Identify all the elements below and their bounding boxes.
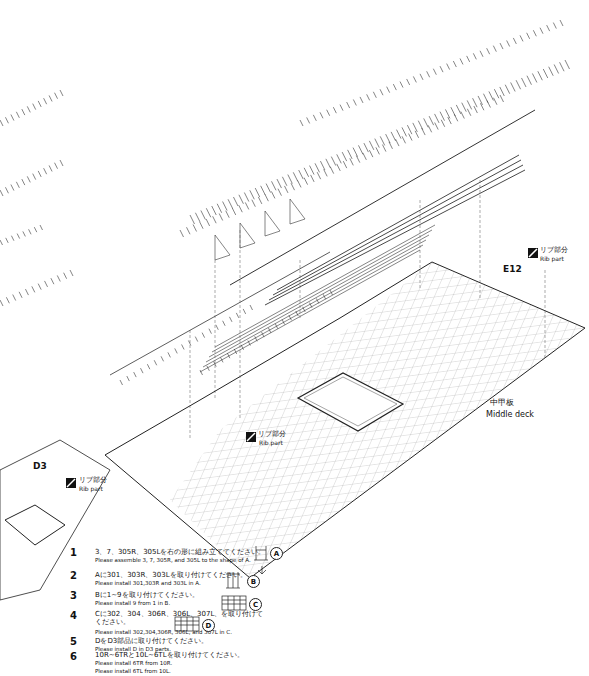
deck-opening	[298, 373, 403, 431]
label: 10R~6TRと10L~6TLを取り付けてください。	[95, 651, 244, 659]
circle-letter: A	[274, 550, 279, 558]
step-number: 6	[70, 651, 77, 663]
label: Middle deck	[486, 410, 534, 419]
step-circle: B	[247, 575, 260, 588]
step-circle: D	[202, 619, 215, 632]
label: Please assemble 3, 7, 305R, and 305L to …	[95, 557, 251, 563]
label: Bに1~9を取り付けてください。	[95, 591, 199, 599]
step-number: 1	[70, 547, 77, 559]
middle-deck	[105, 262, 585, 578]
deck-d3	[0, 440, 110, 600]
label: Aに301、303R、303Lを取り付けてください。	[95, 571, 247, 579]
step-number: 3	[70, 590, 77, 602]
step-circle: A	[270, 547, 283, 560]
deck-opening	[5, 505, 65, 545]
circle-letter: B	[251, 578, 256, 586]
deck-grid	[170, 262, 585, 578]
step-number: D3	[33, 461, 47, 471]
label: DをD3部品に取り付けてください。	[95, 637, 208, 645]
label: リブ部分	[79, 476, 107, 484]
circle-letter: C	[253, 601, 258, 609]
step-number: 2	[70, 570, 77, 582]
label: Rib part	[79, 486, 103, 493]
step-number: 4	[70, 610, 77, 622]
label: Rib part	[540, 256, 564, 263]
label: リブ部分	[540, 246, 568, 254]
label: 中甲板	[490, 398, 514, 407]
label: リブ部分	[258, 430, 286, 438]
label: 3、7、305R、305Lを右の形に組み立ててください。	[95, 548, 265, 556]
step-circle: C	[249, 598, 262, 611]
label: Please install 301,303R and 303L in A.	[95, 580, 201, 586]
label: Please install 6TL from 10L.	[95, 668, 171, 674]
step-number: E12	[503, 264, 522, 274]
step-number: 5	[70, 636, 77, 648]
rib-icon	[66, 248, 538, 488]
circle-letter: D	[206, 622, 212, 630]
label: Please install 9 from 1 in B.	[95, 600, 170, 606]
label: Please install 6TR from 10R.	[95, 660, 172, 666]
label: Rib part	[259, 440, 283, 447]
label: Cに302、304、306R、306L、307L、を取り付けてください。	[95, 610, 265, 626]
